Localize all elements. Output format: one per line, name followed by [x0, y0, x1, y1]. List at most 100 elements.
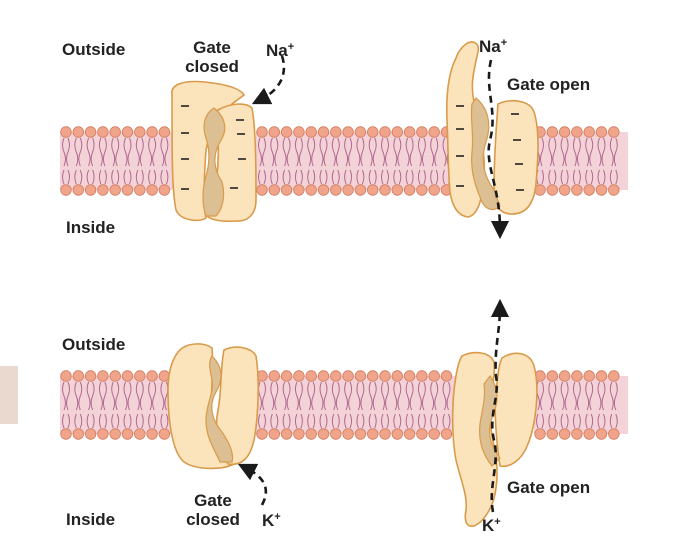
lipid-tail — [405, 413, 414, 429]
lipid-tail — [111, 169, 120, 185]
lipid-tail — [381, 169, 389, 185]
phospholipid-head — [416, 126, 428, 138]
lipid-tail — [560, 381, 569, 411]
lipid-tail — [294, 137, 303, 167]
lipid-tail — [135, 137, 144, 167]
phospholipid-head — [558, 428, 571, 440]
lipid-tail — [442, 413, 451, 429]
phospholipid-head — [571, 184, 583, 196]
lipid-tail — [160, 413, 169, 429]
phospholipid-head — [546, 126, 559, 138]
phospholipid-head — [571, 370, 583, 382]
phospholipid-head — [280, 370, 293, 382]
lipid-tail — [548, 381, 557, 411]
lipid-tail — [597, 169, 606, 185]
phospholipid-head — [379, 126, 391, 138]
lipid-tail — [572, 381, 581, 411]
lipid-tail — [560, 169, 569, 185]
phospholipid-head — [595, 184, 608, 196]
charge-symbol: + — [274, 511, 281, 523]
phospholipid-head — [608, 126, 620, 138]
phospholipid-head — [379, 428, 391, 440]
phospholipid-head — [109, 126, 121, 138]
lipid-tail — [319, 381, 328, 411]
phospholipid-head — [330, 184, 342, 196]
lipid-tail — [405, 169, 414, 185]
lipid-tail — [74, 381, 83, 411]
phospholipid-head — [571, 428, 583, 440]
potassium-flow-arrow — [490, 298, 510, 513]
side-tab-marker — [0, 366, 18, 424]
channel-protein-right-subunit — [215, 346, 259, 466]
gate-closed-line2: closed — [186, 509, 240, 529]
lipid-tail — [98, 413, 107, 429]
phospholipid-head — [367, 370, 379, 382]
negative-charges-right — [456, 105, 524, 191]
charge-symbol: + — [494, 516, 501, 528]
lipid-tail — [98, 169, 107, 185]
open-pore-channel — [470, 97, 501, 211]
lipid-tail — [319, 137, 328, 167]
phospholipid-head — [72, 126, 85, 138]
lipid-tail — [74, 413, 83, 429]
phospholipid-head — [97, 370, 109, 382]
potassium-ion-label-closed: K+ — [262, 511, 281, 531]
negative-charges-left — [181, 105, 246, 190]
lipid-tail — [331, 169, 340, 185]
gate-closed-line2: closed — [185, 56, 239, 76]
lipid-tail — [548, 413, 557, 429]
membrane-top — [60, 126, 628, 196]
phospholipid-head — [280, 428, 293, 440]
phospholipid-head — [534, 428, 546, 440]
phospholipid-head — [342, 370, 354, 382]
potassium-symbol: K — [262, 511, 275, 530]
lipid-tail — [585, 137, 594, 167]
gate-closed-label: Gate closed — [182, 38, 242, 76]
outside-label-bottom: Outside — [62, 335, 126, 354]
phospholipid-head — [330, 370, 342, 382]
lipid-tail — [381, 137, 389, 167]
lipid-tail — [381, 381, 389, 411]
phospholipid-head — [403, 370, 416, 382]
phospholipid-head — [367, 126, 379, 138]
sodium-ion-label-closed: Na+ — [266, 41, 294, 61]
phospholipid-head — [583, 428, 595, 440]
phospholipid-head — [293, 428, 305, 440]
lipid-tail — [344, 413, 353, 429]
phospholipid-head — [84, 126, 97, 138]
lipid-tail — [123, 413, 132, 429]
phospholipid-head — [379, 370, 391, 382]
phospholipid-head — [72, 428, 85, 440]
inside-label-top: Inside — [66, 218, 116, 237]
phospholipid-head — [268, 370, 281, 382]
phospholipid-head — [84, 184, 97, 196]
phospholipid-head — [256, 428, 268, 440]
phospholipid-head — [583, 126, 595, 138]
lipid-tail — [331, 413, 340, 429]
lipid-tail — [307, 413, 316, 429]
gate-closed-line1: Gate — [194, 491, 232, 510]
lipid-tail — [148, 169, 157, 185]
lipid-tail — [319, 169, 328, 185]
lipid-tail — [609, 137, 618, 167]
lipid-tail — [98, 381, 107, 411]
lipid-tail — [344, 169, 353, 185]
phospholipid-head — [121, 428, 134, 440]
membrane-bottom — [60, 370, 628, 440]
lipid-tail — [86, 169, 95, 185]
phospholipid-head — [280, 184, 293, 196]
phospholipid-head — [416, 184, 428, 196]
lipid-tail — [135, 413, 144, 429]
lipid-tail — [294, 381, 303, 411]
phospholipid-head — [342, 184, 354, 196]
channel-protein-left-subunit — [171, 80, 246, 222]
lipid-tail — [282, 137, 291, 167]
phospholipid-head — [571, 126, 583, 138]
lipid-tail — [62, 137, 70, 167]
lipid-tail — [258, 137, 266, 167]
lipid-tail — [331, 381, 340, 411]
lipid-tail — [86, 137, 95, 167]
lipid-tail — [430, 381, 439, 411]
lipid-tail — [356, 413, 365, 429]
